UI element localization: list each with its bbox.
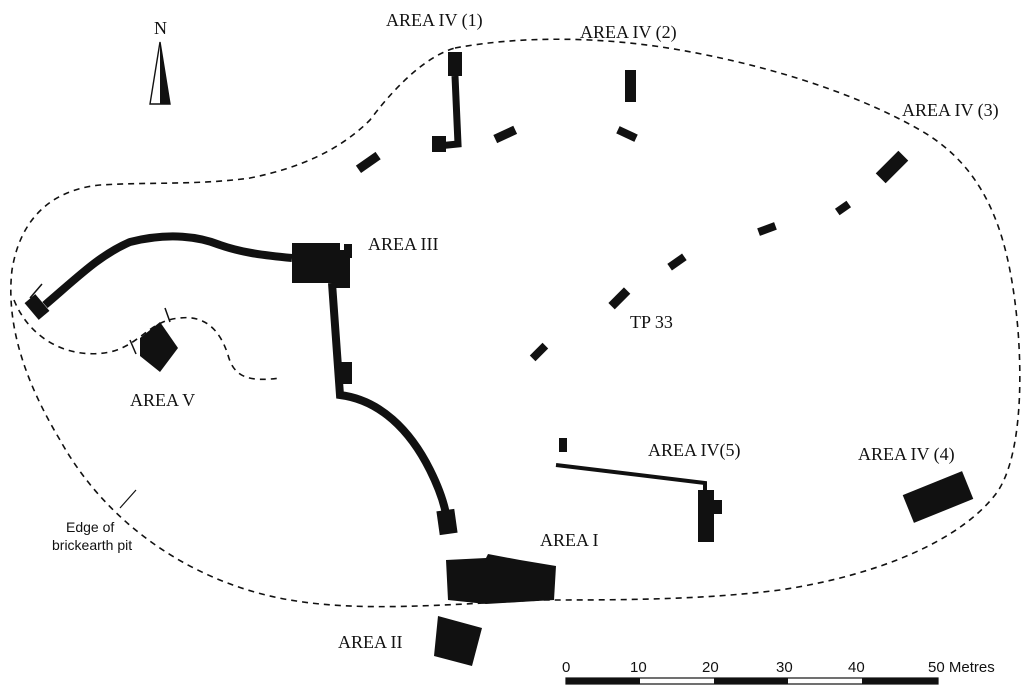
west-wall (42, 232, 293, 309)
label-edge-line2: brickearth pit (52, 537, 132, 553)
label-edge-line1: Edge of (66, 519, 114, 535)
area-iv-2-structure (625, 70, 636, 102)
label-area-iv-5: AREA IV(5) (648, 440, 741, 461)
scale-tick-20: 20 (702, 659, 719, 676)
trench-segments (355, 125, 909, 362)
scale-tick-30: 30 (776, 659, 793, 676)
west-wall-end (24, 294, 50, 320)
scale-tick-10: 10 (630, 659, 647, 676)
label-area-iii: AREA III (368, 234, 439, 254)
scale-tick-40: 40 (848, 659, 865, 676)
south-wall (328, 282, 451, 521)
label-tp33: TP 33 (630, 312, 673, 332)
label-area-iv-3: AREA IV (3) (902, 100, 999, 121)
scale-tick-0: 0 (562, 659, 570, 676)
label-area-v: AREA V (130, 390, 195, 410)
area-iii-structure (292, 243, 352, 288)
area-iv-1-structure (432, 52, 462, 152)
area-iv-5-structure (555, 438, 722, 542)
area-v-structure (129, 307, 178, 372)
area-i-structure (446, 554, 556, 604)
north-arrow-letter: N (154, 18, 167, 38)
scale-end-label: 50 Metres (928, 659, 995, 676)
area-iv-4-structure (902, 471, 974, 523)
scale-bar: 0 10 20 30 40 50 Metres (562, 659, 995, 685)
label-area-iv-4: AREA IV (4) (858, 444, 955, 465)
area-v-pit-loop (13, 299, 281, 381)
label-area-ii: AREA II (338, 632, 403, 652)
area-ii-structure (434, 616, 482, 666)
north-arrow: N (149, 18, 171, 105)
south-wall-end (436, 508, 458, 536)
label-area-i: AREA I (540, 530, 599, 550)
label-area-iv-1: AREA IV (1) (386, 10, 483, 31)
label-area-iv-2: AREA IV (2) (580, 22, 677, 43)
